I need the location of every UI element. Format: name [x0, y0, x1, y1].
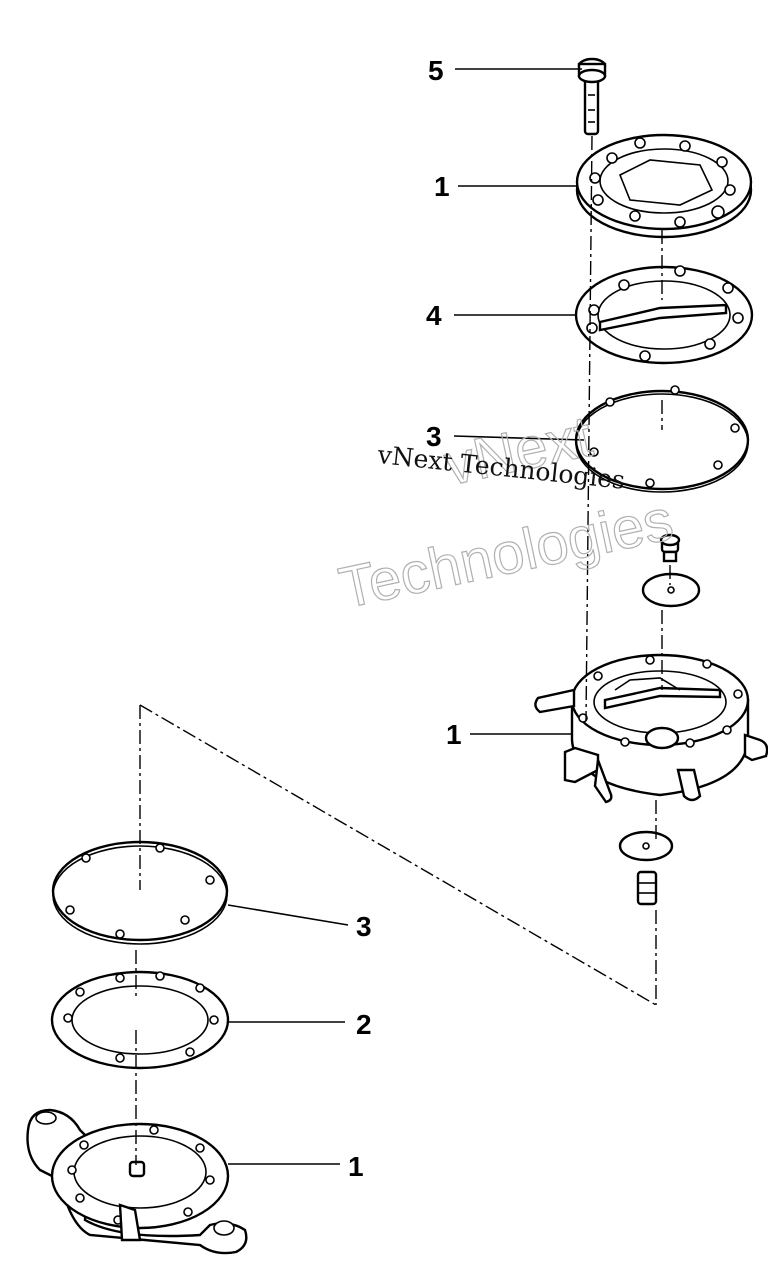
base-cover-part: [26, 1108, 248, 1255]
leader-lines: [227, 68, 585, 1165]
upper-washer-part: [641, 572, 701, 608]
lower-gasket-part: [50, 970, 230, 1070]
watermark-line2: Technologies: [334, 487, 679, 621]
assembly-center-lines: [135, 135, 671, 1165]
lower-washer-part: [618, 830, 674, 862]
callout-upper-gasket: 4: [426, 300, 442, 331]
callout-lower-gasket: 2: [356, 1009, 372, 1040]
upper-gasket-part: [574, 265, 754, 365]
upper-cover-part: [575, 133, 753, 239]
upper-diaphragm-part: [574, 385, 750, 493]
upper-plug-part: [659, 533, 681, 563]
bolt-part: [577, 57, 607, 136]
callout-upper-cover: 1: [434, 171, 450, 202]
callout-bolt: 5: [428, 55, 444, 86]
callout-lower-diaphragm: 3: [356, 911, 372, 942]
lower-nut-part: [636, 870, 658, 906]
pump-body-part: [534, 653, 768, 804]
callout-upper-diaphragm: 3: [426, 421, 442, 452]
callout-pump-body: 1: [446, 719, 462, 750]
callout-base-cover: 1: [348, 1151, 364, 1182]
